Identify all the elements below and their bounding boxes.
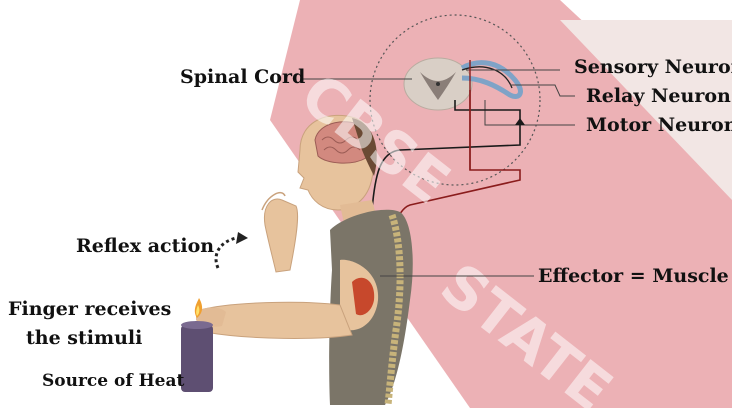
- curved-arrow-icon: [216, 232, 248, 268]
- label-motor-neuron: Motor Neuron: [586, 115, 732, 137]
- label-relay-neuron: Relay Neuron: [586, 86, 731, 108]
- label-sensory-neuron: Sensory Neuron: [574, 57, 732, 79]
- label-finger-stimuli-line2: the stimuli: [26, 328, 142, 350]
- label-effector: Effector = Muscle: [538, 266, 729, 288]
- label-source-of-heat: Source of Heat: [42, 372, 184, 392]
- label-spinal-cord: Spinal Cord: [180, 67, 305, 89]
- label-finger-stimuli-line1: Finger receives: [8, 299, 171, 321]
- label-reflex-action: Reflex action: [76, 236, 214, 258]
- candle-body: [181, 325, 213, 392]
